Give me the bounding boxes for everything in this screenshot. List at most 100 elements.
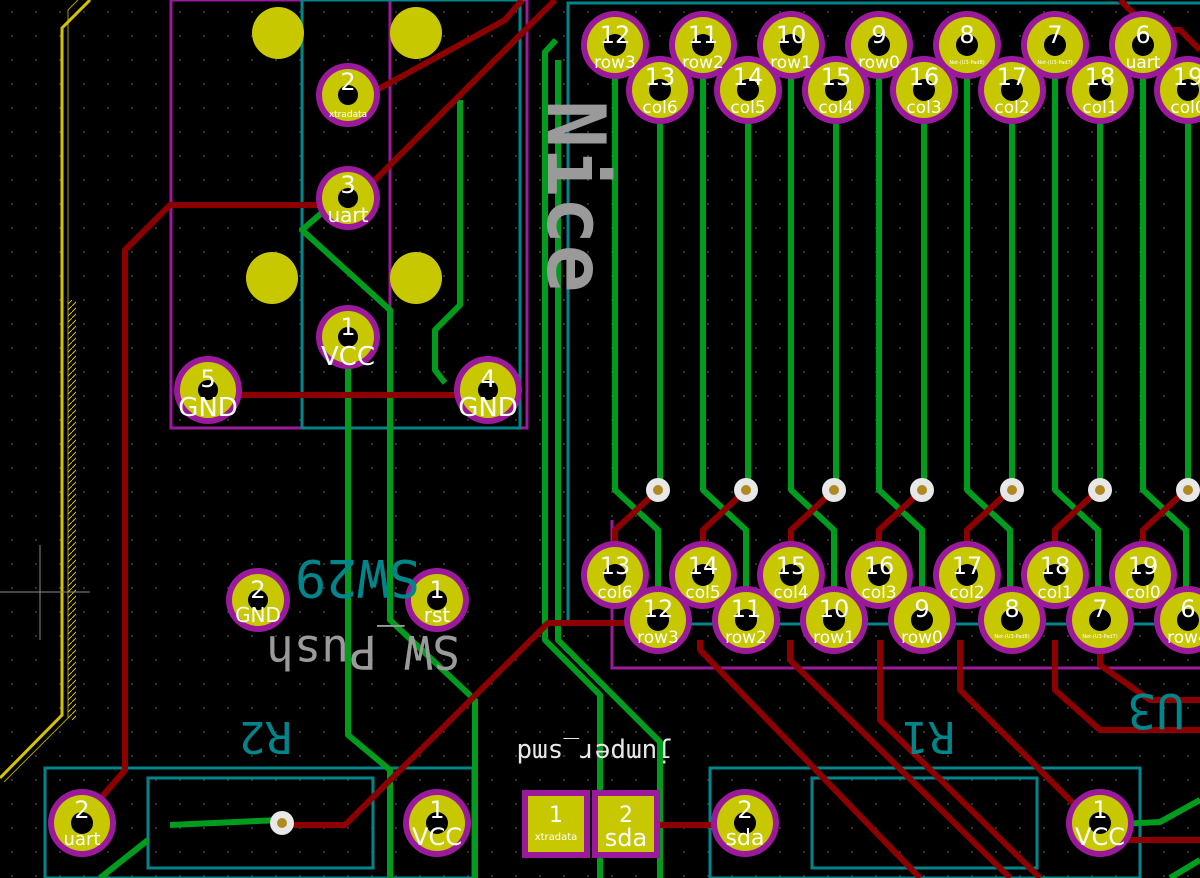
svg-text:col6: col6	[597, 583, 632, 603]
mcu-pad[interactable]: 10 row1	[757, 11, 825, 79]
svg-text:col2: col2	[949, 583, 984, 603]
svg-text:Net-(U3-Pad8): Net-(U3-Pad8)	[949, 60, 984, 66]
svg-text:1: 1	[429, 576, 444, 604]
svg-text:2: 2	[340, 68, 355, 96]
svg-text:19: 19	[1128, 552, 1159, 580]
svg-text:9: 9	[871, 21, 886, 49]
svg-text:xtradata: xtradata	[329, 110, 367, 120]
mcu-pad[interactable]: 11 row2	[669, 11, 737, 79]
svg-text:col3: col3	[861, 583, 896, 603]
mcu-pad[interactable]: 6 uart	[1109, 11, 1177, 79]
jumper-value-label: jumper_smd	[516, 737, 673, 767]
mcu-pad[interactable]: 12 row3	[624, 586, 692, 654]
svg-text:sda: sda	[726, 826, 765, 851]
crosshair-cursor	[0, 545, 90, 640]
r2-pad-1[interactable]: 1 VCC	[403, 789, 471, 857]
connector-pad-5[interactable]: 5 GND	[174, 356, 242, 424]
svg-text:col4: col4	[818, 98, 853, 118]
r1-reference-label: R1	[902, 711, 955, 762]
connector-pad-3[interactable]: 3 uart	[316, 166, 380, 230]
svg-text:xtradata: xtradata	[535, 832, 578, 843]
sw29-value-label: SW_Push	[266, 625, 460, 679]
r2-pad-2[interactable]: 2 uart	[48, 789, 116, 857]
switch-pad-1[interactable]: 1 rst	[405, 568, 469, 632]
r1-pad-2[interactable]: 2 sda	[711, 789, 779, 857]
board-edge	[0, 0, 92, 783]
svg-text:2: 2	[74, 796, 89, 824]
svg-text:VCC: VCC	[1075, 823, 1125, 851]
jumper-pad-2[interactable]: 2 sda	[592, 790, 660, 858]
svg-text:uart: uart	[1126, 53, 1161, 73]
svg-text:col5: col5	[685, 583, 720, 603]
sw29-reference-label: SW29	[295, 547, 420, 607]
svg-text:col0: col0	[1125, 583, 1160, 603]
svg-text:row2: row2	[682, 53, 724, 73]
r1-pad-1[interactable]: 1 VCC	[1066, 789, 1134, 857]
mcu-pad[interactable]: 19 col0	[1109, 541, 1177, 609]
svg-text:8: 8	[1004, 595, 1019, 623]
u3-reference-label: U3	[1127, 682, 1185, 738]
r2-reference-label: R2	[239, 711, 292, 762]
connector-pad-2[interactable]: 2 xtradata	[316, 63, 380, 127]
svg-text:1: 1	[549, 803, 563, 828]
connector-pad-1[interactable]: 1 VCC	[316, 305, 380, 372]
svg-text:18: 18	[1085, 63, 1116, 91]
svg-text:col1: col1	[1037, 583, 1072, 603]
switch-pad-2[interactable]: 2 GND	[226, 568, 290, 632]
svg-text:Net-(U3-Pad7): Net-(U3-Pad7)	[1037, 60, 1072, 66]
svg-text:6: 6	[1135, 21, 1150, 49]
svg-text:uart: uart	[64, 829, 101, 850]
svg-text:12: 12	[643, 595, 674, 623]
svg-text:11: 11	[688, 21, 719, 49]
unlabeled-pads	[246, 7, 442, 304]
front-copper-traces	[79, 0, 1200, 878]
svg-text:13: 13	[645, 63, 676, 91]
svg-text:row4: row4	[1167, 628, 1200, 648]
svg-text:14: 14	[733, 63, 764, 91]
svg-text:sda: sda	[605, 824, 647, 852]
svg-text:5: 5	[200, 365, 215, 393]
svg-text:col2: col2	[994, 98, 1029, 118]
svg-text:2: 2	[619, 803, 633, 828]
svg-text:row2: row2	[725, 628, 767, 648]
svg-text:3: 3	[340, 171, 355, 199]
svg-text:10: 10	[776, 21, 807, 49]
svg-text:7: 7	[1047, 21, 1062, 49]
connector-pad-4[interactable]: 4 GND	[454, 356, 522, 424]
svg-text:VCC: VCC	[412, 823, 462, 851]
svg-text:1: 1	[429, 796, 444, 824]
svg-text:GND: GND	[178, 393, 238, 423]
jumper-pad-1[interactable]: 1 xtradata	[522, 790, 590, 858]
u2-reference-label: Nice	[529, 100, 622, 293]
mcu-pad[interactable]: 6row4	[1154, 586, 1200, 654]
svg-text:9: 9	[914, 595, 929, 623]
svg-text:row3: row3	[637, 628, 679, 648]
svg-text:row1: row1	[770, 53, 812, 73]
